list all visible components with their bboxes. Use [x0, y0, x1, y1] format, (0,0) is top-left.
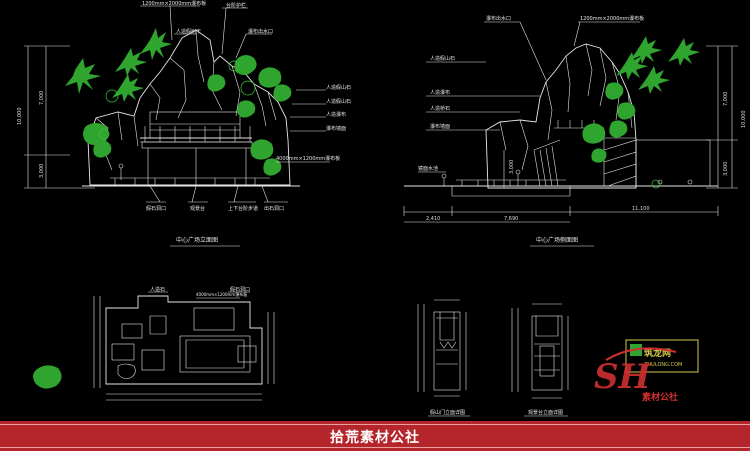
- side-callout-2: 人造瀑布: [430, 89, 450, 96]
- side-dim-lower: 3,000: [723, 162, 729, 176]
- side-elevation-title: 中心广场侧面图: [536, 236, 578, 244]
- side-callout-5: 镜面水池: [418, 165, 438, 172]
- plan-label-1: 人造石: [150, 286, 165, 293]
- side-dim-bottom-mid: 7,690: [504, 216, 518, 222]
- front-callout-bottom-3: 上下台阶步道: [228, 205, 258, 212]
- side-dim-bottom-left: 2,410: [426, 216, 440, 222]
- detail-right-title: 观景台立面详图: [528, 409, 563, 416]
- front-callout-bottom-1: 假石洞口: [146, 205, 166, 212]
- plan-shrub: [33, 365, 62, 389]
- side-callout-3: 人造桥石: [430, 105, 450, 112]
- front-callout-right-3: 人造瀑布: [326, 111, 346, 118]
- front-callout-right-4: 瀑布墙面: [326, 125, 346, 132]
- side-dim-upper: 7,000: [723, 92, 729, 106]
- plan-label-3: 假石洞口: [230, 286, 250, 293]
- front-callout-left-2: 瀑布出水口: [248, 28, 273, 35]
- front-dim-upper: 7,000: [39, 91, 45, 105]
- front-callout-bottom-2: 观景台: [190, 205, 205, 212]
- front-callout-panel: 1200mm×2000mm瀑布板: [142, 0, 206, 7]
- side-callout-1: 人造假山石: [430, 55, 455, 62]
- front-dim-total: 10,000: [17, 108, 23, 126]
- front-callout-right-2: 人造假山石: [326, 98, 351, 105]
- footer-banner: [0, 421, 750, 451]
- side-elevation: 10,000 7,000 3,000 3,000 2,410 7,690 11,…: [403, 15, 747, 247]
- side-callout-top-right: 1200mm×2000mm瀑布板: [580, 15, 644, 22]
- front-plants: [65, 28, 292, 176]
- side-dim-total: 10,000: [741, 111, 747, 129]
- logo-swoosh-icon: [605, 347, 677, 361]
- logo-text: SH: [594, 357, 653, 397]
- stamp-sub: ZHULONG.COM: [644, 362, 682, 368]
- side-callout-top: 瀑布出水口: [486, 15, 511, 22]
- detail-right: 观景台立面详图: [511, 303, 569, 417]
- front-dim-lower: 3,000: [39, 164, 45, 178]
- plan-view: 人造石 4000mm×1200mm瀑布板 假石洞口: [33, 286, 275, 401]
- side-plants: [582, 36, 700, 189]
- front-callout-right-1: 人造假山石: [326, 84, 351, 91]
- cad-drawing: 10,000 7,000 3,000: [17, 0, 747, 417]
- front-callout-bottom-right: 4000mm×1200mm瀑布板: [276, 155, 340, 162]
- side-dim-bottom-total: 11,100: [632, 206, 650, 212]
- front-elevation: 10,000 7,000 3,000: [17, 0, 351, 247]
- sh-logo: SH 素材公社: [594, 347, 678, 403]
- side-callout-4: 瀑布墙面: [430, 123, 450, 130]
- footer-text: 拾荒素材公社: [330, 430, 420, 446]
- front-callout-railing: 台阶护栏: [226, 2, 246, 9]
- footer-rule-bottom: [0, 447, 750, 448]
- footer-rule-top: [0, 424, 750, 425]
- front-callout-left-1: 人造假树干: [176, 28, 201, 35]
- front-elevation-title: 中心广场立面图: [176, 236, 218, 244]
- detail-left: 假山门立面详图: [417, 299, 470, 417]
- detail-left-title: 假山门立面详图: [430, 409, 465, 416]
- plan-label-2: 4000mm×1200mm瀑布板: [196, 291, 247, 297]
- front-callout-bottom-4: 出石洞口: [264, 205, 284, 212]
- logo-brand: 素材公社: [642, 391, 678, 403]
- side-dim-mid: 3,000: [509, 160, 515, 174]
